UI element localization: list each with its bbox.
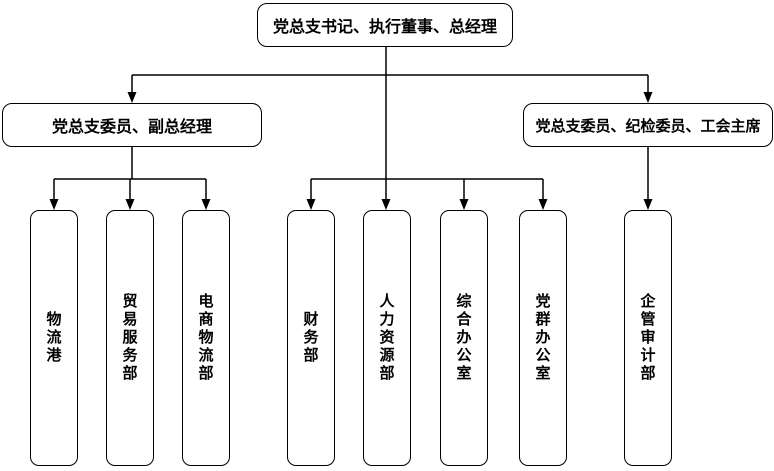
arrow-down-icon	[127, 92, 137, 103]
node-dept-audit: 企管审计部	[624, 210, 672, 466]
node-dept-human-resources: 人力资源部	[363, 210, 411, 466]
arrow-down-icon	[381, 199, 391, 210]
node-union-chair: 党总支委员、纪检委员、工会主席	[523, 103, 773, 147]
arrow-down-icon	[201, 199, 211, 210]
node-deputy-gm: 党总支委员、副总经理	[2, 103, 262, 147]
node-union-chair-label: 党总支委员、纪检委员、工会主席	[535, 116, 761, 135]
dept-label: 企管审计部	[638, 293, 657, 383]
node-dept-party-masses-office: 党群办公室	[519, 210, 567, 466]
arrow-down-icon	[125, 199, 135, 210]
node-dept-ecommerce-logistics: 电商物流部	[182, 210, 230, 466]
node-dept-finance: 财务部	[287, 210, 335, 466]
arrow-down-icon	[643, 92, 653, 103]
dept-label: 党群办公室	[533, 293, 552, 383]
dept-label: 财务部	[301, 311, 320, 365]
dept-label: 电商物流部	[196, 293, 215, 383]
arrow-down-icon	[643, 199, 653, 210]
node-deputy-gm-label: 党总支委员、副总经理	[51, 117, 212, 136]
dept-label: 人力资源部	[377, 293, 396, 383]
node-dept-general-office: 综合办公室	[440, 210, 488, 466]
dept-label: 贸易服务部	[120, 293, 139, 383]
node-root-label: 党总支书记、执行董事、总经理	[272, 17, 497, 36]
arrow-down-icon	[306, 199, 316, 210]
node-dept-logistics-port: 物流港	[30, 210, 78, 466]
node-dept-trade-service: 贸易服务部	[106, 210, 154, 466]
node-root: 党总支书记、执行董事、总经理	[257, 3, 513, 47]
dept-label: 物流港	[44, 311, 63, 365]
arrow-down-icon	[459, 199, 469, 210]
dept-label: 综合办公室	[454, 293, 473, 383]
arrow-down-icon	[49, 199, 59, 210]
arrow-down-icon	[538, 199, 548, 210]
